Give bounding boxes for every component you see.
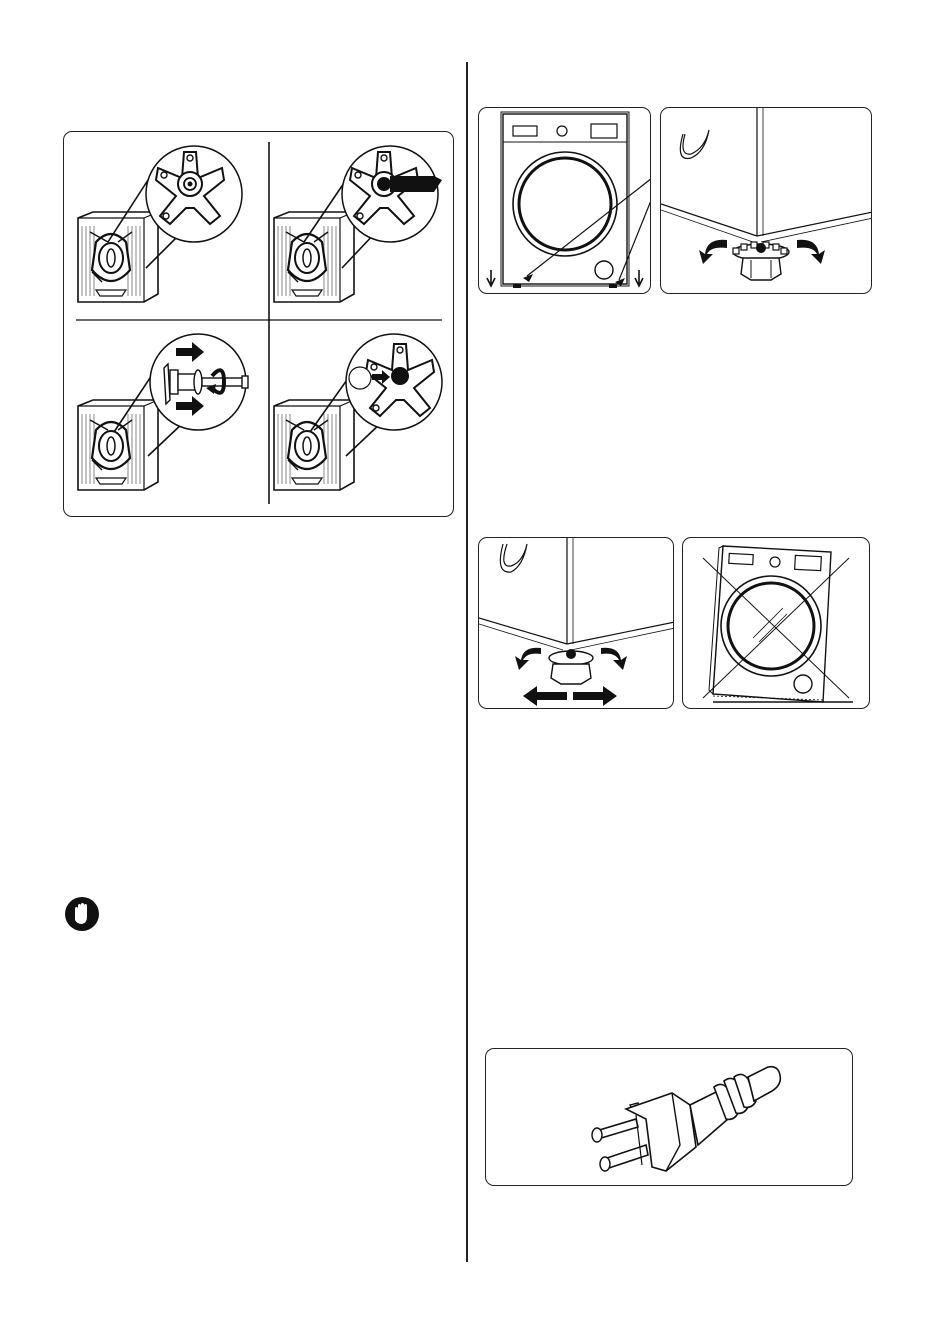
panel-1	[78, 146, 242, 302]
panel-2	[274, 146, 442, 302]
stop-hand-icon	[64, 896, 100, 932]
transport-bolt-figure	[63, 131, 454, 517]
panel-4	[274, 334, 442, 490]
transport-bolt-illustration	[64, 132, 454, 517]
washer-front-illustration	[479, 108, 651, 294]
incorrect-leveling-illustration	[683, 538, 870, 709]
column-divider	[466, 62, 468, 1262]
power-plug-figure	[485, 1048, 853, 1186]
leveling-foot-illustration	[661, 108, 872, 294]
power-plug-icon	[486, 1049, 853, 1186]
leveling-foot-figure	[660, 107, 872, 294]
panel-3	[78, 334, 248, 490]
incorrect-leveling-figure	[682, 537, 870, 709]
front-view-figure	[478, 107, 651, 294]
foot-adjustment-figure	[478, 537, 674, 709]
foot-adjustment-illustration	[479, 538, 674, 709]
